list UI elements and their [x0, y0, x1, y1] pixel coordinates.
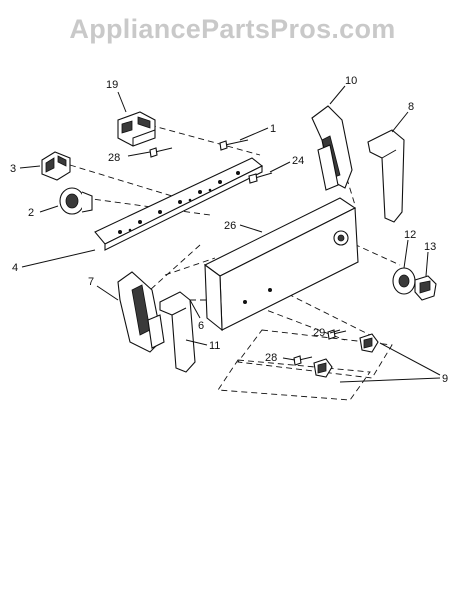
part-11-end-cap [159, 291, 196, 373]
callout-10: 10 [345, 75, 357, 87]
part-7-end-bracket [117, 271, 165, 353]
callout-1: 1 [270, 123, 276, 135]
callout-26: 26 [224, 220, 236, 232]
part-4-control-bracket [94, 157, 264, 251]
part-12-knob-skirt [392, 267, 416, 295]
callout-2: 2 [28, 207, 34, 219]
callout-19: 19 [106, 79, 118, 91]
callout-6: 6 [198, 320, 204, 332]
part-19-switch [117, 111, 156, 147]
part-26-console-panel [203, 197, 359, 332]
callout-28-upper: 28 [108, 152, 120, 164]
callout-labels: 19 10 8 1 28 24 3 2 26 12 13 4 7 6 11 29… [10, 75, 448, 385]
callout-28-lower: 28 [265, 352, 277, 364]
callout-11: 11 [209, 340, 220, 352]
callout-7: 7 [88, 276, 94, 288]
leader-lines [19, 85, 441, 383]
callout-13: 13 [424, 241, 436, 253]
callout-24: 24 [292, 155, 304, 167]
part-10-end-bracket [311, 105, 353, 191]
callout-4: 4 [12, 262, 18, 274]
callout-12: 12 [404, 229, 416, 241]
part-8-end-cap [367, 129, 405, 223]
watermark: AppliancePartsPros.com [69, 14, 396, 44]
callout-8: 8 [408, 101, 414, 113]
screws [149, 139, 347, 366]
callout-9: 9 [442, 373, 448, 385]
part-9-knobs [313, 333, 379, 378]
part-2-rotary-switch [59, 187, 93, 215]
callout-3: 3 [10, 163, 16, 175]
part-13-knob [414, 275, 437, 301]
callout-29: 29 [313, 327, 325, 339]
part-3-switch [41, 151, 71, 181]
